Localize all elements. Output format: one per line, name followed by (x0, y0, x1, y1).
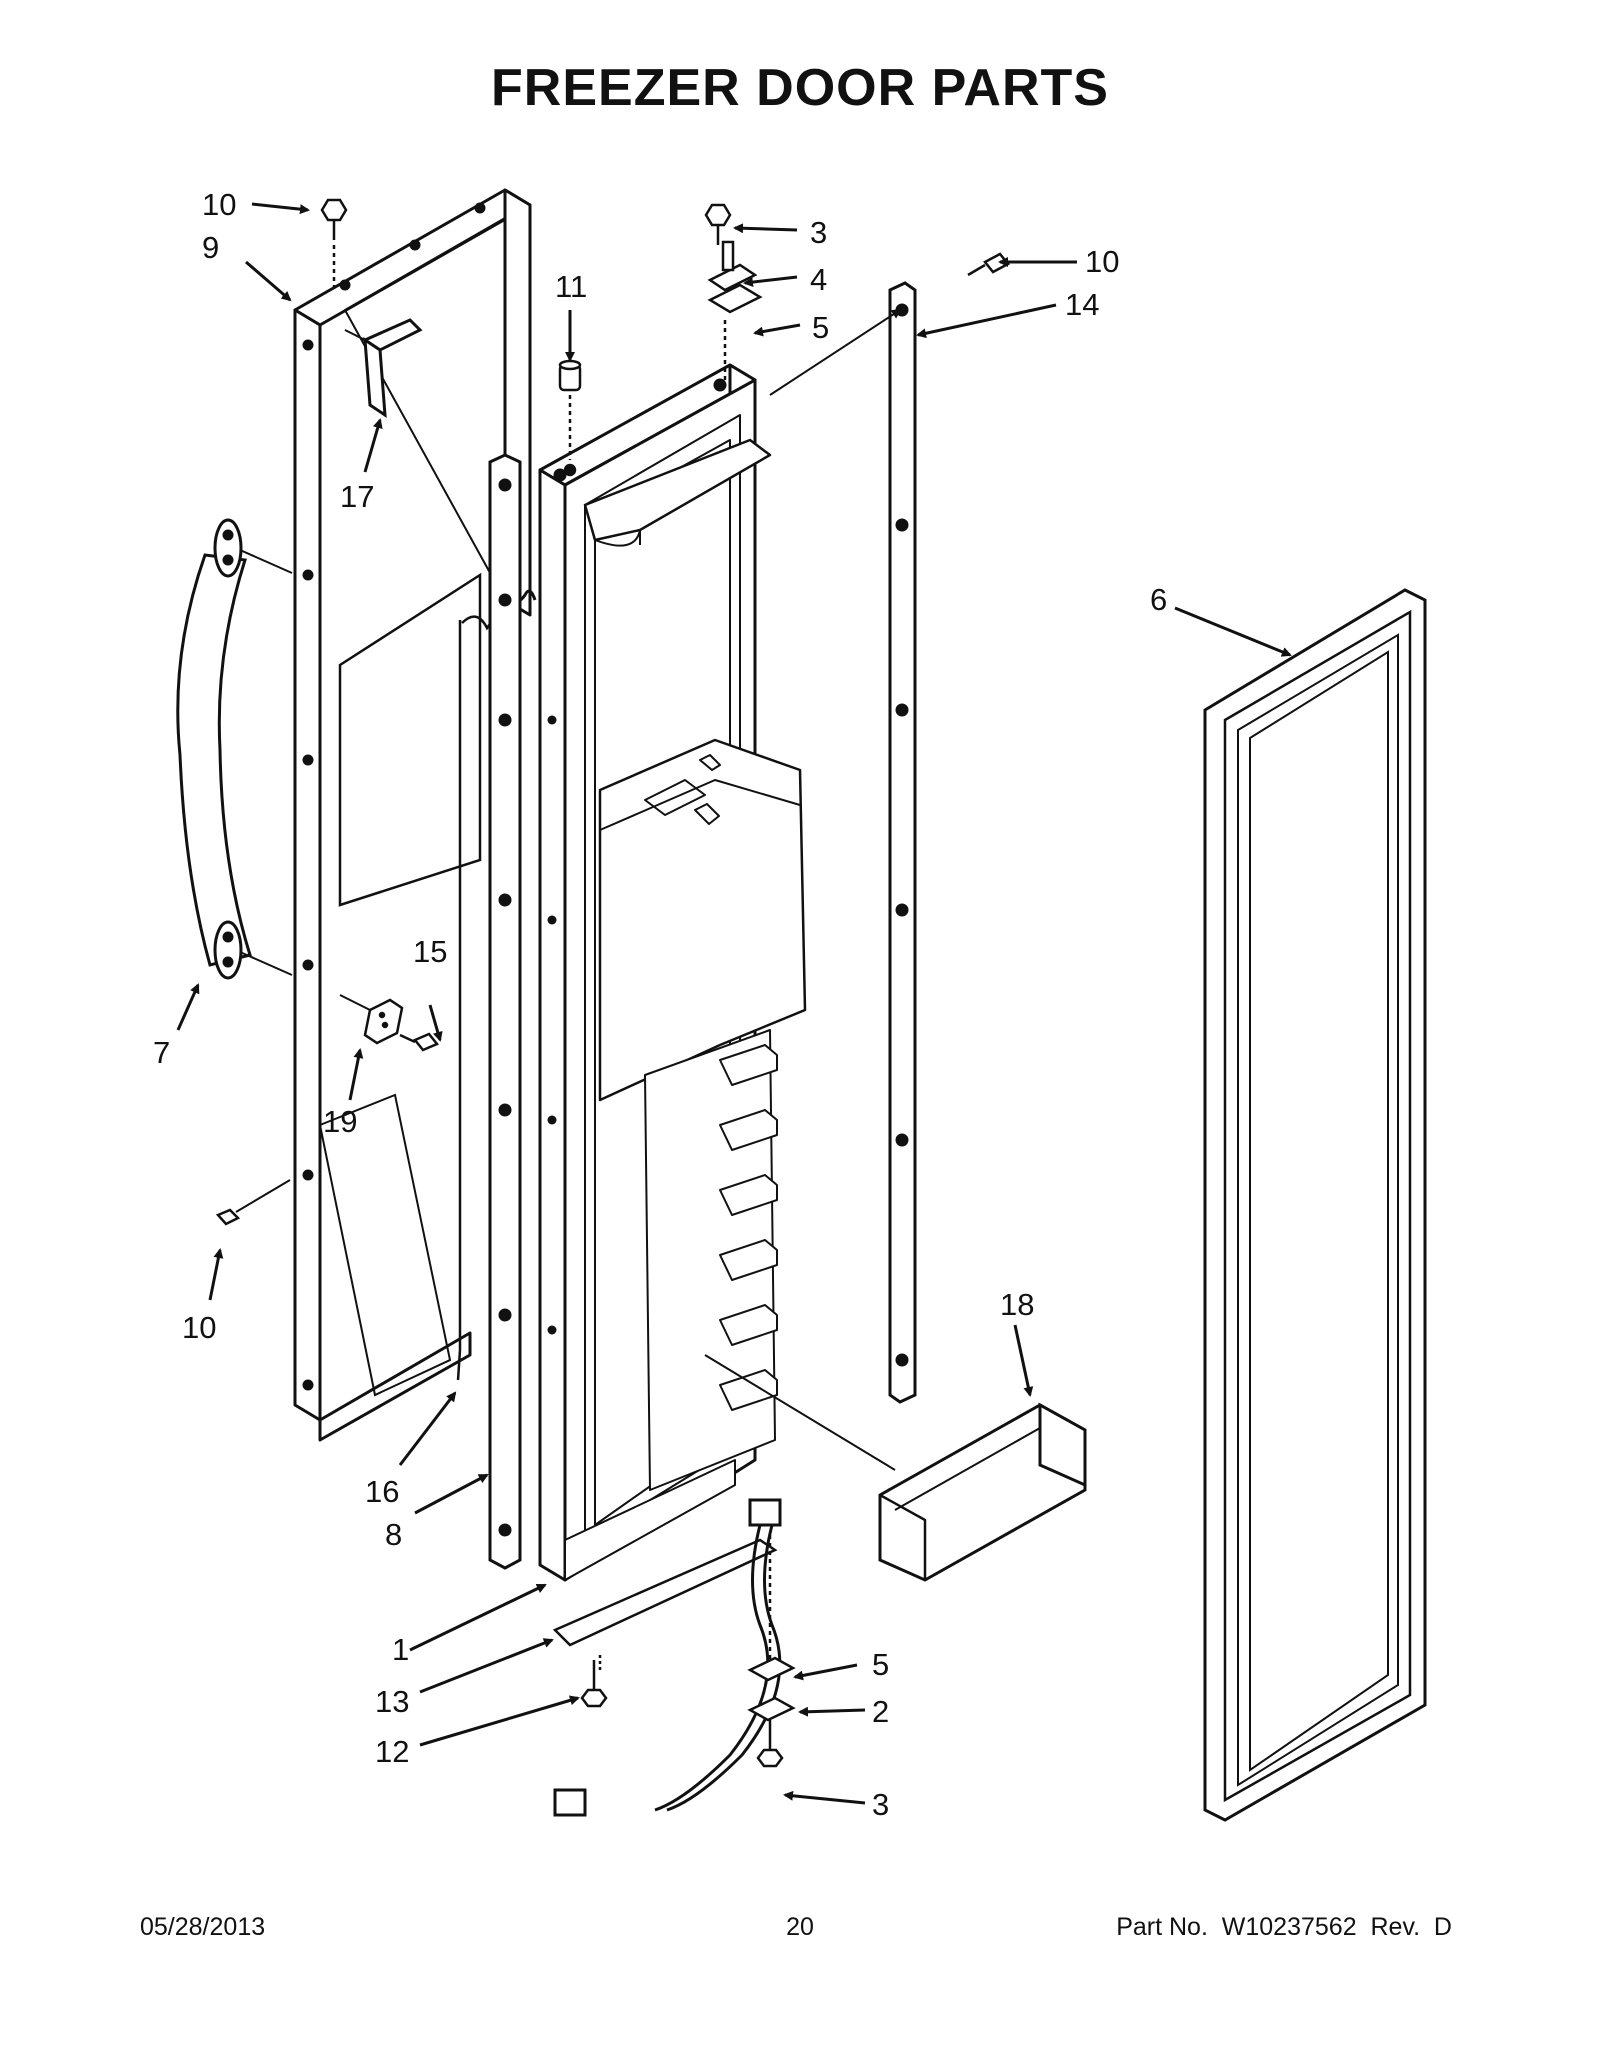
screw-top-left-icon (320, 198, 348, 290)
left-door-trim (488, 453, 522, 1570)
screw-top-hinge-icon (704, 203, 732, 245)
callout-14: 14 (1065, 287, 1099, 322)
callout-15: 15 (413, 934, 447, 969)
callout-9: 9 (202, 230, 219, 265)
callout-10-top: 10 (202, 187, 236, 222)
callout-19: 19 (323, 1104, 357, 1139)
screw-left-lower-icon (215, 1179, 291, 1226)
callout-3-bottom: 3 (872, 1787, 889, 1822)
door-gasket (1203, 588, 1427, 1822)
footer-part-number: Part No. W10237562 Rev. D (1116, 1913, 1452, 1941)
callout-17: 17 (340, 479, 374, 514)
footer-date: 05/28/2013 (140, 1913, 266, 1941)
callout-4: 4 (810, 262, 827, 297)
screw-15-icon (399, 1032, 440, 1052)
plug-plate (339, 994, 404, 1045)
callout-13: 13 (375, 1684, 409, 1719)
door-liner-insulation (318, 572, 509, 1397)
bottom-trim-strip (552, 1538, 778, 1670)
callout-5-top: 5 (812, 310, 829, 345)
callout-labels: 10 9 17 7 15 19 10 16 8 11 3 4 5 10 14 6… (153, 187, 1167, 1822)
callout-2: 2 (872, 1694, 889, 1729)
top-hinge (707, 240, 763, 385)
callout-3-top: 3 (810, 215, 827, 250)
screw-right-top-icon (967, 252, 1010, 277)
callout-1: 1 (392, 1632, 409, 1667)
callout-12: 12 (375, 1734, 409, 1769)
callout-18: 18 (1000, 1287, 1034, 1322)
screw-bottom-icon (580, 1660, 608, 1708)
door-handle (176, 518, 293, 980)
callout-16: 16 (365, 1474, 399, 1509)
dispenser-tray (704, 1354, 1087, 1582)
callout-10-right: 10 (1085, 244, 1119, 279)
handle-bracket (344, 318, 423, 418)
right-door-trim (888, 281, 917, 1404)
leader-lines (176, 202, 1292, 1805)
callout-8: 8 (385, 1517, 402, 1552)
lower-hinge (747, 1535, 796, 1722)
page-title: FREEZER DOOR PARTS (491, 59, 1109, 117)
screws (215, 198, 1010, 1768)
callout-5-bottom: 5 (872, 1647, 889, 1682)
freezer-door-assembly (538, 363, 807, 1582)
wire-harness (553, 1498, 782, 1817)
callout-11: 11 (555, 269, 587, 304)
callout-7: 7 (153, 1035, 170, 1070)
callout-6: 6 (1150, 582, 1167, 617)
callout-10-left: 10 (182, 1310, 216, 1345)
footer-page-number: 20 (786, 1913, 814, 1941)
screw-lower-hinge-icon (756, 1720, 784, 1768)
